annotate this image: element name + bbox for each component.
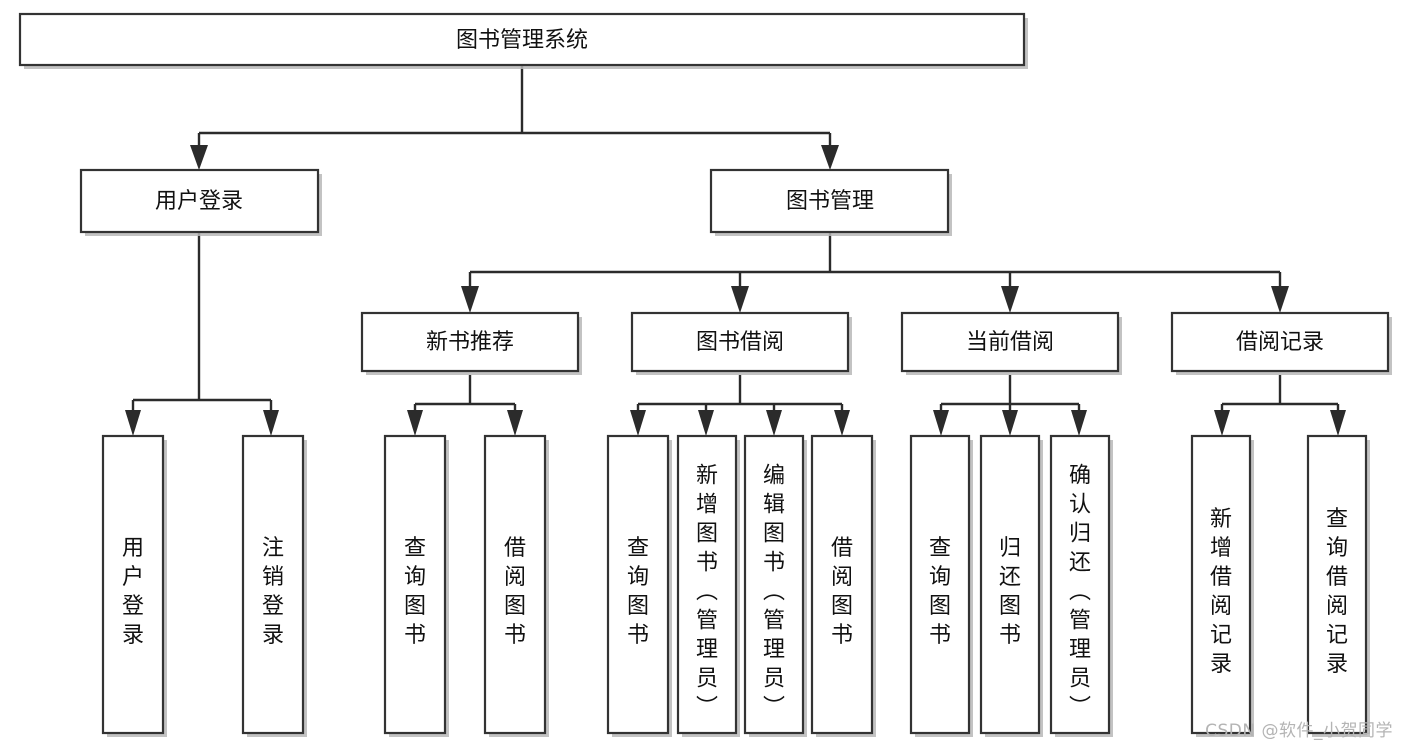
leaf-nb2-box	[483, 434, 547, 735]
csdn-watermark: CSDN @软件_小贺同学	[1205, 721, 1393, 741]
leaf-cb3-label: 确认归还︵管理员︶	[1069, 464, 1091, 721]
newbook-box	[360, 311, 580, 373]
leaf-cb-query-book[interactable]: 查询图书	[909, 434, 973, 737]
leaf-ul2-label: 注销登录	[262, 536, 284, 648]
arrowhead-record	[1271, 286, 1289, 313]
leaf-cb-return-book[interactable]: 归还图书	[979, 434, 1043, 737]
leaf-bb4-label: 借阅图书	[831, 536, 853, 648]
leaf-bb4-box	[810, 434, 874, 735]
arrowhead-leaf-logout	[263, 410, 279, 436]
leaf-nb1-box	[383, 434, 447, 735]
node-book-management[interactable]: 图书管理	[709, 168, 952, 236]
node-new-book-recommend[interactable]: 新书推荐	[360, 311, 582, 375]
leaf-nb1-label: 查询图书	[404, 536, 426, 648]
leaf-bb2-label: 新增图书︵管理员︶	[696, 464, 718, 721]
borrow-label: 图书借阅	[696, 330, 784, 355]
leaf-br-add-record[interactable]: 新增借阅记录	[1190, 434, 1254, 737]
root-label: 图书管理系统	[456, 28, 588, 53]
leaf-bb-edit-book[interactable]: 编辑图书︵管理员︶	[743, 434, 807, 737]
current-label: 当前借阅	[966, 330, 1054, 355]
leaf-bb1-label: 查询图书	[627, 536, 649, 648]
leaf-logout[interactable]: 注销登录	[241, 434, 307, 737]
leaf-br-query-record[interactable]: 查询借阅记录	[1306, 434, 1370, 737]
arrowhead-bb-leaf2	[698, 410, 714, 436]
leaf-nb-borrow-book[interactable]: 借阅图书	[483, 434, 549, 737]
leaf-bb1-box	[606, 434, 670, 735]
leaf-user-login[interactable]: 用户登录	[101, 434, 167, 737]
borrow-box	[630, 311, 850, 373]
leaf-nb2-label: 借阅图书	[504, 536, 526, 648]
arrowhead-bb-leaf4	[834, 410, 850, 436]
leaf-cb2-box	[979, 434, 1041, 735]
leaf-cb1-box	[909, 434, 971, 735]
arrowhead-br-leaf1	[1214, 410, 1230, 436]
leaf-ul1-box	[101, 434, 165, 735]
record-label: 借阅记录	[1236, 330, 1324, 355]
arrowhead-nb-leaf1	[407, 410, 423, 436]
leaf-cb1-label: 查询图书	[929, 536, 951, 648]
leaf-br2-box	[1306, 434, 1368, 735]
arrowhead-user-login	[190, 145, 208, 170]
arrowhead-current	[1001, 286, 1019, 313]
book-mgmt-label: 图书管理	[786, 189, 874, 214]
leaf-br2-label: 查询借阅记录	[1326, 507, 1348, 677]
arrowhead-cb-leaf3	[1071, 410, 1087, 436]
arrowhead-br-leaf2	[1330, 410, 1346, 436]
leaf-cb3-box	[1049, 434, 1111, 735]
leaf-bb3-label: 编辑图书︵管理员︶	[763, 464, 785, 721]
arrowhead-bb-leaf3	[766, 410, 782, 436]
arrowhead-leaf-user-login	[125, 410, 141, 436]
leaf-bb-query-book[interactable]: 查询图书	[606, 434, 672, 737]
book-mgmt-box	[709, 168, 950, 234]
leaf-cb2-label: 归还图书	[999, 536, 1021, 648]
leaf-br1-label: 新增借阅记录	[1210, 507, 1232, 677]
leaf-bb2-box	[676, 434, 738, 735]
arrowhead-borrow	[731, 286, 749, 313]
arrowhead-cb-leaf2	[1002, 410, 1018, 436]
arrowhead-nb-leaf2	[507, 410, 523, 436]
node-book-borrow[interactable]: 图书借阅	[630, 311, 852, 375]
leaf-ul1-label: 用户登录	[122, 536, 144, 648]
leaf-bb-add-book[interactable]: 新增图书︵管理员︶	[676, 434, 740, 737]
current-box	[900, 311, 1120, 373]
root-box	[18, 12, 1026, 67]
record-box	[1170, 311, 1390, 373]
newbook-label: 新书推荐	[426, 330, 514, 355]
node-root[interactable]: 图书管理系统	[18, 12, 1028, 69]
user-login-box	[79, 168, 320, 234]
leaf-bb-borrow-book[interactable]: 借阅图书	[810, 434, 876, 737]
leaf-nb-query-book[interactable]: 查询图书	[383, 434, 449, 737]
arrowhead-cb-leaf1	[933, 410, 949, 436]
arrowhead-newbook	[461, 286, 479, 313]
connector-layer	[125, 65, 1346, 436]
node-borrow-record[interactable]: 借阅记录	[1170, 311, 1392, 375]
leaf-ul2-box	[241, 434, 305, 735]
user-login-label: 用户登录	[155, 189, 243, 214]
leaf-cb-confirm-return[interactable]: 确认归还︵管理员︶	[1049, 434, 1113, 737]
leaf-br1-box	[1190, 434, 1252, 735]
leaf-bb3-box	[743, 434, 805, 735]
node-current-borrow[interactable]: 当前借阅	[900, 311, 1122, 375]
arrowhead-book-mgmt	[821, 145, 839, 170]
arrowhead-bb-leaf1	[630, 410, 646, 436]
node-user-login[interactable]: 用户登录	[79, 168, 322, 236]
